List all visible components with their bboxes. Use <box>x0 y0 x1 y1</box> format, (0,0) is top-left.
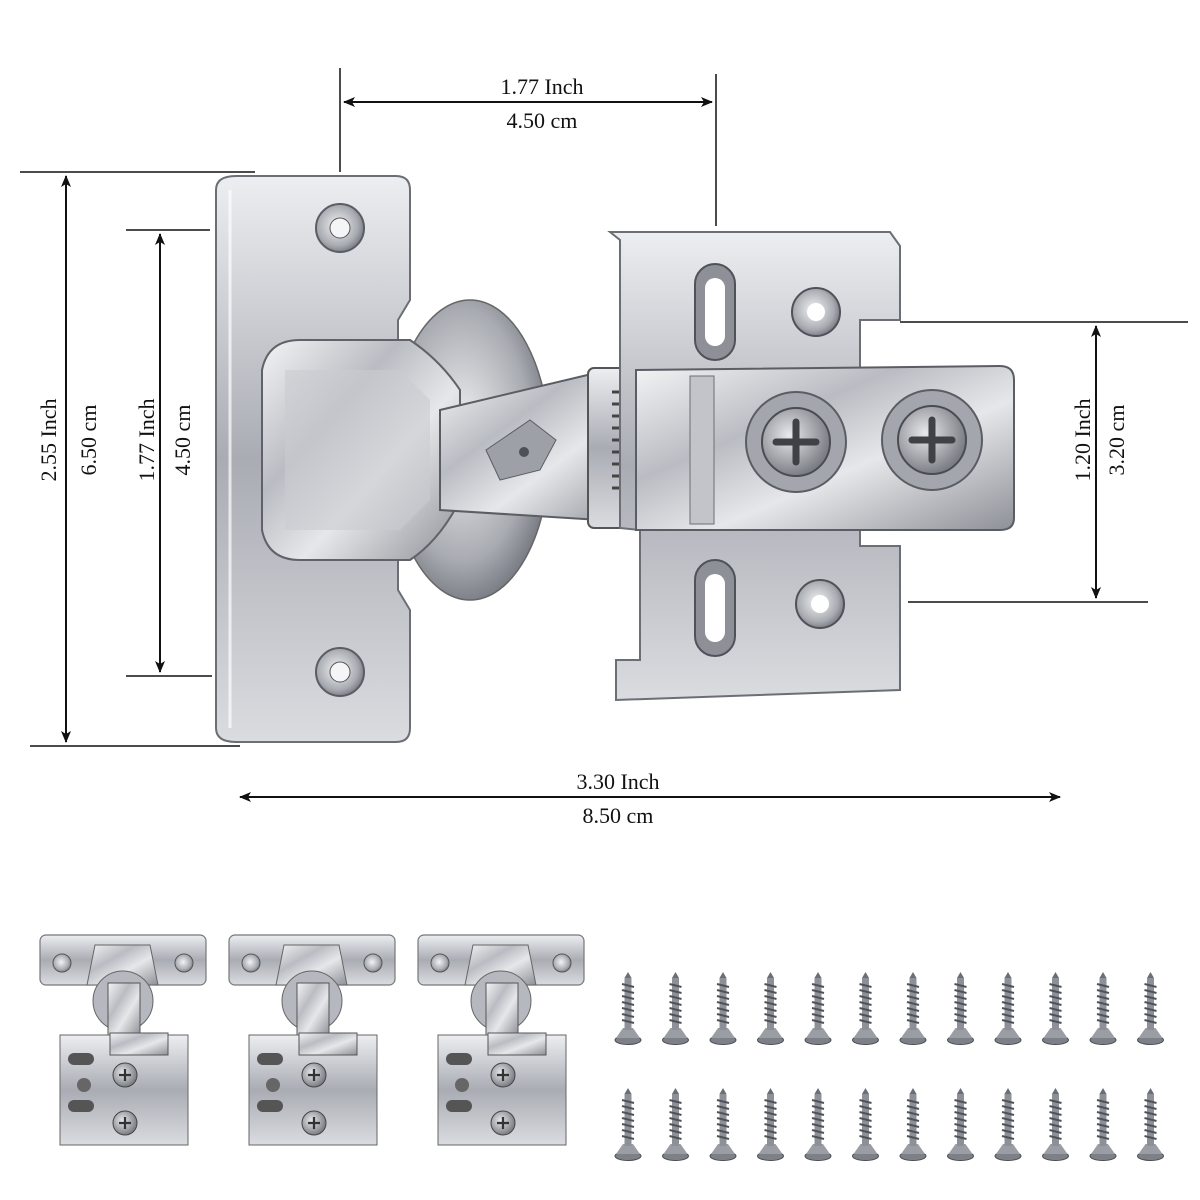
overall-height-cm-label: 6.50 cm <box>76 405 101 476</box>
screw-icon <box>1136 971 1165 1046</box>
screw-icon <box>661 1087 690 1162</box>
overall-height-inch-label: 2.55 Inch <box>36 398 61 481</box>
screw-icon <box>709 971 737 1046</box>
screw-icon <box>946 1087 975 1162</box>
screw-icon <box>946 971 975 1046</box>
mini-hinge-3 <box>416 933 586 1147</box>
dimension-hole-spacing: 1.77 Inch 4.50 cm <box>126 229 212 677</box>
screw-icon <box>804 971 832 1046</box>
screw-icon <box>804 1087 832 1162</box>
top-width-cm-label: 4.50 cm <box>507 108 578 133</box>
screw-icon <box>709 1087 737 1162</box>
screw-icon <box>1136 1087 1165 1162</box>
screw-icon <box>614 1087 642 1162</box>
mini-hinge-2 <box>227 933 397 1147</box>
screw-icon <box>994 971 1022 1046</box>
plate-height-cm-label: 3.20 cm <box>1104 405 1129 476</box>
screw-icon <box>1041 1087 1070 1162</box>
screw-icon <box>614 971 642 1046</box>
screw-icon <box>851 971 880 1046</box>
screw-icon <box>756 1087 785 1162</box>
screw-icon <box>994 1087 1022 1162</box>
main-hinge-image <box>215 175 1015 743</box>
overall-width-inch-label: 3.30 Inch <box>576 769 659 794</box>
dimension-overall-height: 2.55 Inch 6.50 cm <box>20 171 255 747</box>
hole-spacing-inch-label: 1.77 Inch <box>134 398 159 481</box>
dimension-plate-height: 1.20 Inch 3.20 cm <box>900 321 1188 603</box>
screw-icon <box>851 1087 880 1162</box>
screw-icon <box>1089 1087 1117 1162</box>
overall-width-cm-label: 8.50 cm <box>583 803 654 828</box>
screw-icon <box>1041 971 1070 1046</box>
screw-icon <box>899 971 927 1046</box>
screw-icon <box>661 971 690 1046</box>
dimension-top-width: 1.77 Inch 4.50 cm <box>339 68 717 226</box>
plate-height-inch-label: 1.20 Inch <box>1070 398 1095 481</box>
package-hinges <box>38 933 586 1147</box>
hole-spacing-cm-label: 4.50 cm <box>170 405 195 476</box>
mini-hinge-1 <box>38 933 208 1147</box>
top-width-inch-label: 1.77 Inch <box>500 74 583 99</box>
screw-icon <box>756 971 785 1046</box>
screw-icon <box>1089 971 1117 1046</box>
screw-icon <box>899 1087 927 1162</box>
package-screws <box>614 971 1165 1162</box>
dimension-overall-width: 3.30 Inch 8.50 cm <box>239 769 1061 828</box>
